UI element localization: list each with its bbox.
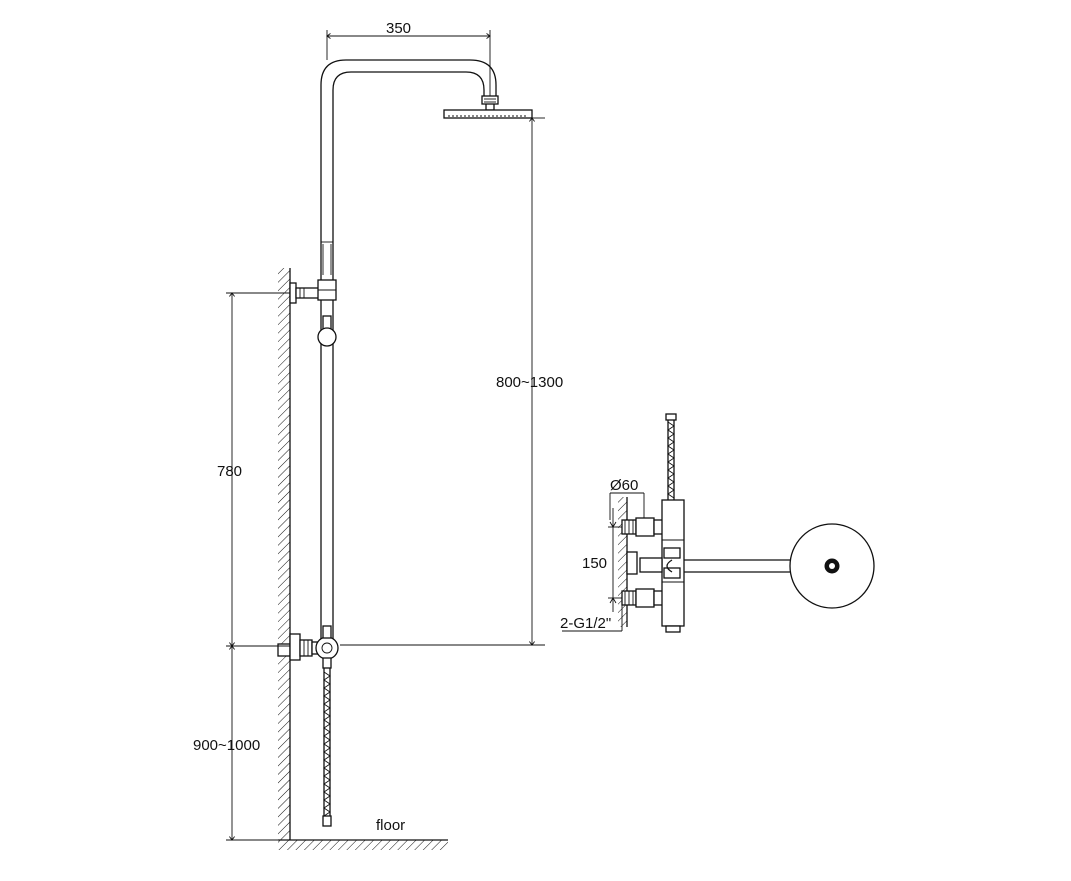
floor-line <box>278 839 448 850</box>
dimension-mixer-height-label: 900~1000 <box>193 737 260 754</box>
hand-shower-holder <box>317 315 337 347</box>
dimension-wall-plate-label: Ø60 <box>610 477 638 494</box>
side-view-wall <box>618 497 628 627</box>
dimension-head-height-label: 800~1300 <box>496 374 563 391</box>
shower-hose <box>322 668 332 827</box>
floor-label: floor <box>376 817 405 834</box>
dimension-head-height <box>340 118 545 645</box>
dimension-wall-plate <box>609 492 645 520</box>
dimension-inlet-thread-label: 2-G1/2" <box>560 615 611 632</box>
side-view-mixer-body <box>639 499 685 633</box>
wall <box>278 268 291 840</box>
side-view-inlets <box>621 517 655 608</box>
dimension-inlet-spacing <box>608 508 622 612</box>
side-view-arm <box>666 523 875 609</box>
dimension-mixer-height <box>226 646 290 840</box>
riser-pipe <box>320 59 497 640</box>
dimension-bracket-spacing <box>226 293 290 646</box>
side-view-hose <box>665 413 677 500</box>
top-wall-bracket <box>289 279 337 304</box>
dimension-arm-width <box>327 30 490 96</box>
dimension-arm-width-label: 350 <box>386 20 411 37</box>
dimension-inlet-thread <box>562 605 623 632</box>
dimension-bracket-spacing-label: 780 <box>217 463 242 480</box>
diverter-mixer <box>315 625 339 669</box>
dimension-inlet-spacing-label: 150 <box>582 555 607 572</box>
shower-head <box>443 95 533 119</box>
